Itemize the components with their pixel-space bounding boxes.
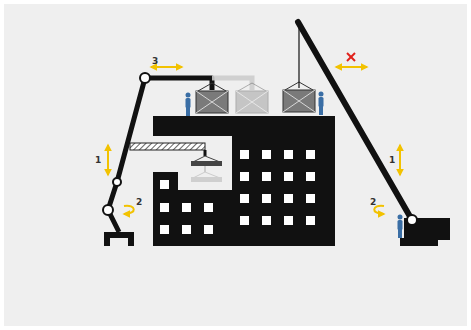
window [306,216,315,225]
window [262,216,271,225]
window [262,194,271,203]
window [262,150,271,159]
window [262,172,271,181]
callout-number: 1 [389,155,395,165]
window [160,203,169,212]
worker [319,92,324,116]
callout-number: 3 [152,56,158,66]
callout-number: 1 [95,155,101,165]
window [240,216,249,225]
callout-number: 2 [136,197,142,207]
window [306,172,315,181]
window [160,180,169,189]
window [306,194,315,203]
panel [4,4,467,326]
crate [236,83,268,113]
window [204,225,213,234]
forbidden-mark [347,53,355,61]
window [160,225,169,234]
callout-number: 2 [370,197,376,207]
window [240,150,249,159]
hatched-beam [130,143,205,150]
building [153,116,335,246]
lower-load [191,150,222,182]
workers [186,92,403,239]
crate [196,83,228,113]
worker [398,215,403,239]
window [182,203,191,212]
motion-arrows [108,67,400,214]
window [306,150,315,159]
window [240,172,249,181]
window [284,150,293,159]
window [182,225,191,234]
window [204,203,213,212]
right-crane [298,22,450,246]
window [284,172,293,181]
window [284,216,293,225]
window [284,194,293,203]
window [240,194,249,203]
left-crane [103,73,252,246]
worker [186,93,191,117]
